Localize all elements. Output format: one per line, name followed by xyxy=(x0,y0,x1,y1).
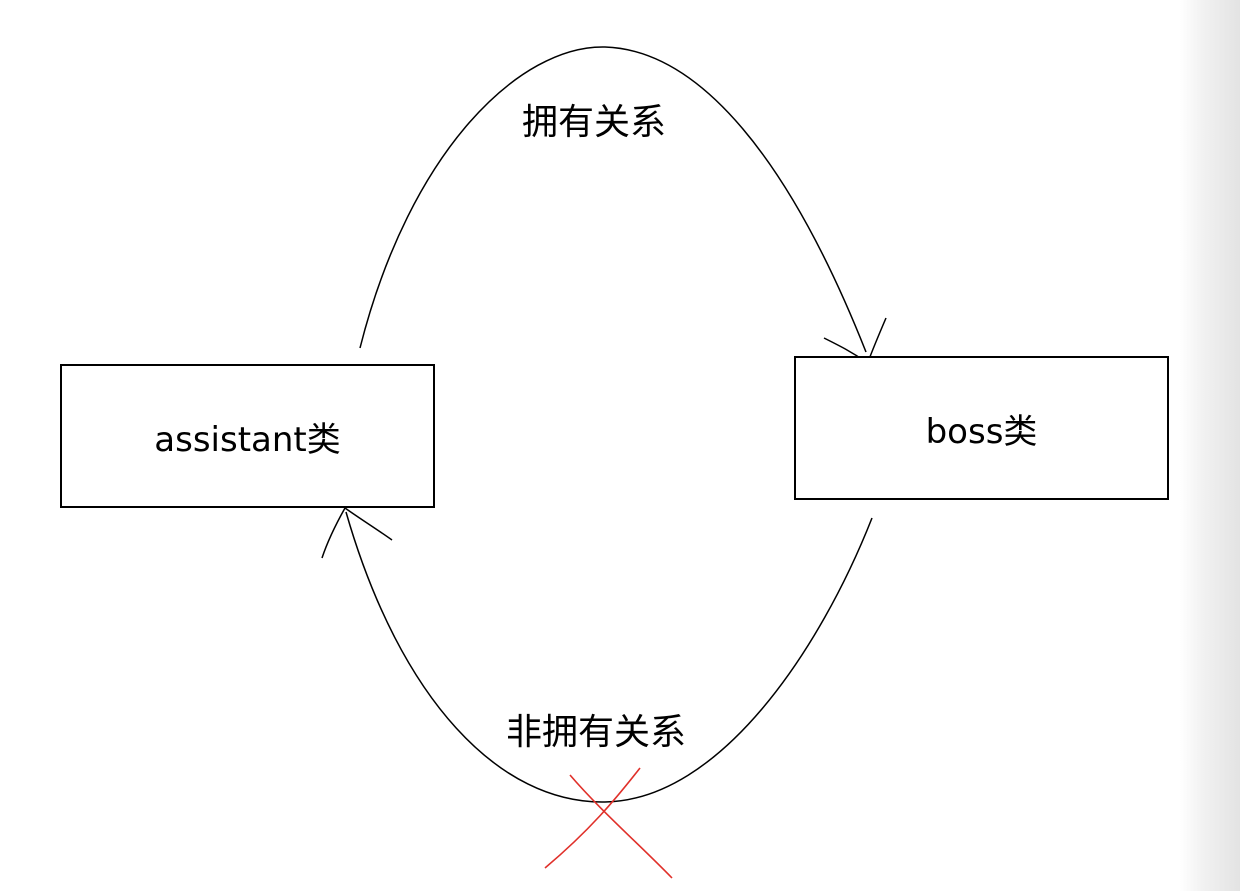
assistant-class-box: assistant类 xyxy=(60,364,435,508)
red-cross-mark xyxy=(544,767,673,879)
edge-bottom-non-ownership xyxy=(345,511,873,803)
boss-class-box: boss类 xyxy=(794,356,1169,500)
edge-top-ownership xyxy=(359,46,867,353)
non-ownership-relation-label: 非拥有关系 xyxy=(506,712,687,753)
boss-class-label: boss类 xyxy=(925,411,1038,452)
assistant-class-label: assistant类 xyxy=(154,419,341,460)
arrowhead-to-assistant xyxy=(321,507,393,559)
ownership-relation-label: 拥有关系 xyxy=(522,102,667,143)
right-edge-shadow xyxy=(1180,0,1240,891)
